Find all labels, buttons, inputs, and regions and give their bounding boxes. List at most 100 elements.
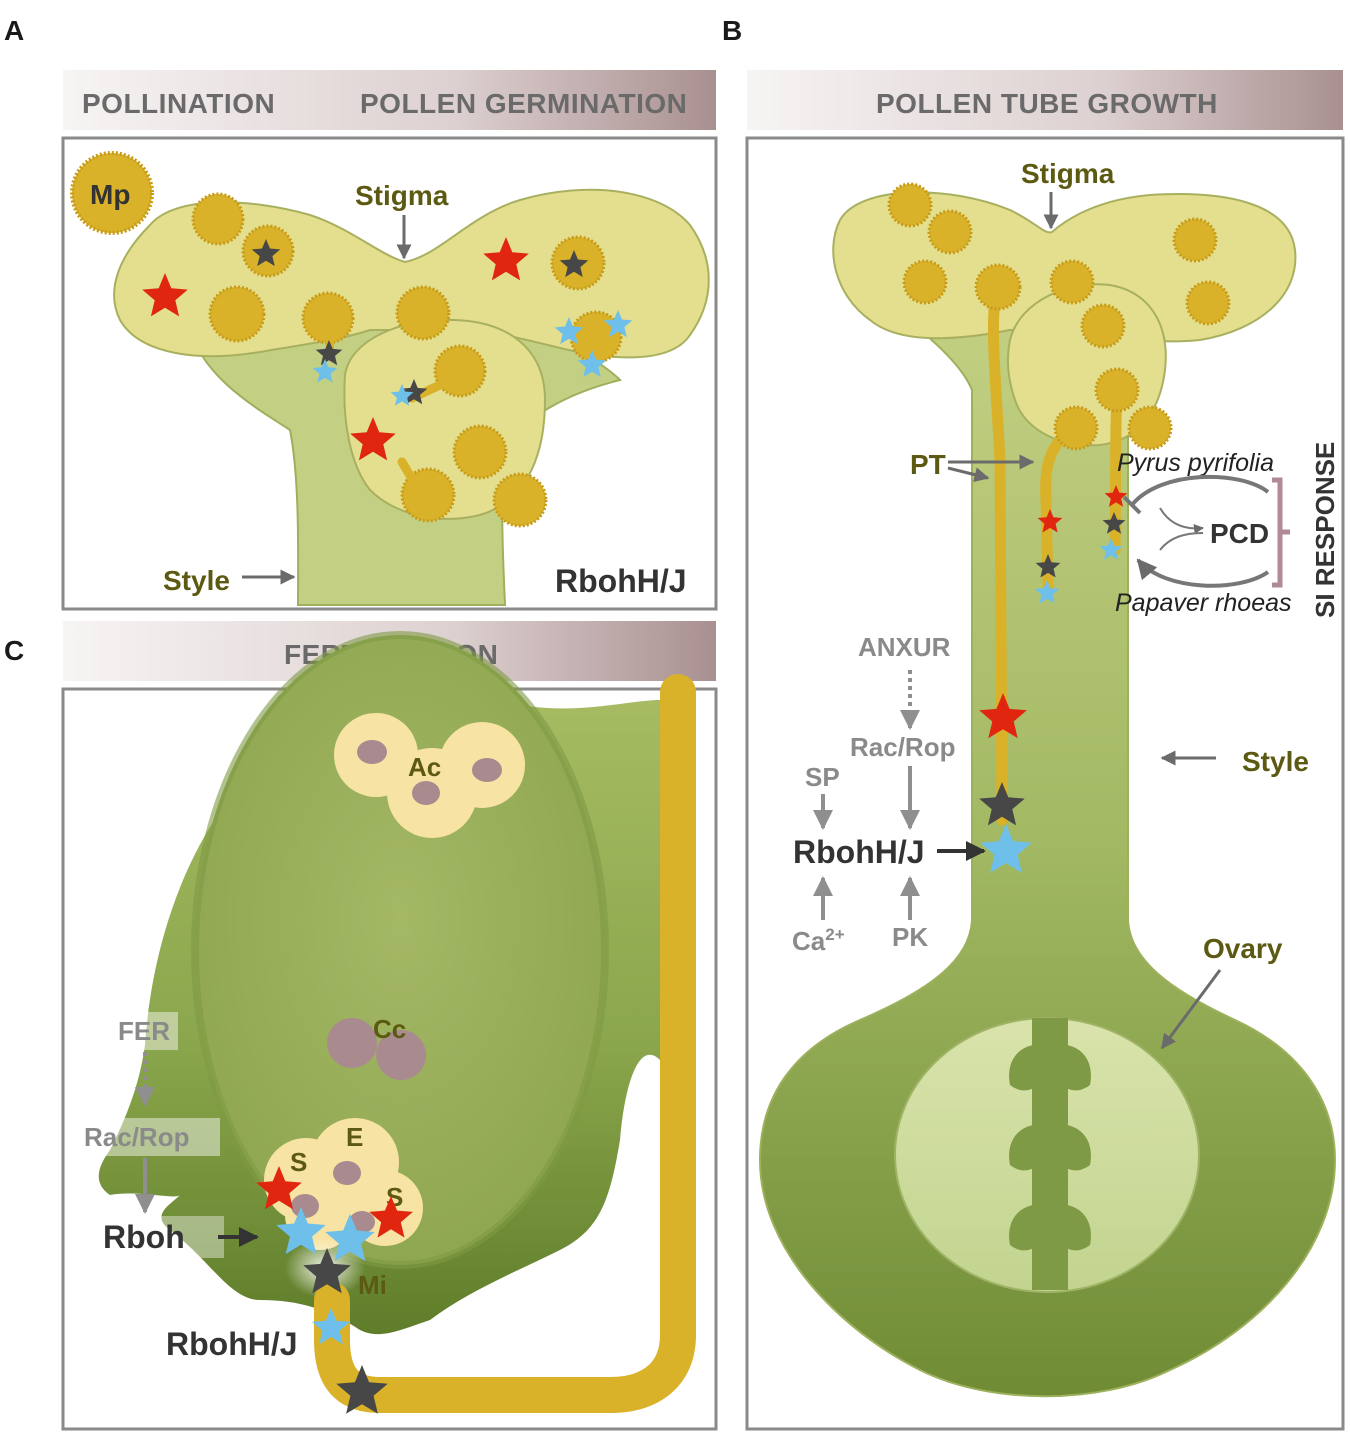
dark-star xyxy=(1102,512,1126,534)
pollen-grain xyxy=(395,285,451,341)
style-label-b: Style xyxy=(1242,746,1309,777)
dark-star xyxy=(303,1248,351,1294)
red-star xyxy=(1037,509,1063,533)
fer-box xyxy=(112,1012,178,1050)
blue-star xyxy=(312,1308,350,1345)
ovules-b xyxy=(1009,1044,1091,1251)
pt-arrow xyxy=(947,466,990,483)
pyrus-label: Pyrus pyrifolia xyxy=(1117,449,1274,477)
blue-star xyxy=(390,384,414,406)
pollen-grain xyxy=(1080,303,1126,349)
ovule xyxy=(1009,1044,1050,1091)
mp-label: Mp xyxy=(90,179,130,210)
s-label-1: S xyxy=(290,1147,307,1177)
blue-star xyxy=(325,1214,375,1261)
panel-b-banner xyxy=(747,70,1343,130)
dark-star xyxy=(1035,554,1061,578)
banner-pollen-germination: POLLEN GERMINATION xyxy=(360,88,687,119)
dark-star xyxy=(315,340,343,366)
pollen-grain xyxy=(492,472,548,528)
pollen-grain xyxy=(433,344,487,398)
pollen-grains-a xyxy=(191,192,623,528)
dark-star xyxy=(336,1365,388,1414)
pollen-grain xyxy=(1094,367,1140,413)
red-star xyxy=(483,237,529,281)
pollen-grain xyxy=(191,192,245,246)
rboh-box xyxy=(100,1216,224,1258)
gene-label-b: RbohH/J xyxy=(793,834,925,870)
red-star xyxy=(256,1166,302,1210)
pollen-grain xyxy=(887,182,933,228)
dark-star xyxy=(251,239,281,267)
si-inhibition-bar xyxy=(1122,495,1142,515)
nucleus xyxy=(357,740,387,764)
pk-label: PK xyxy=(892,922,928,952)
stars-b xyxy=(979,485,1128,873)
pollen-grain xyxy=(208,285,266,343)
blue-star xyxy=(577,350,607,378)
si-response-label: SI RESPONSE xyxy=(1310,442,1340,618)
pollen-tube xyxy=(397,457,420,489)
panel-a: A POLLINATION POLLEN GERMINATION xyxy=(4,15,718,611)
stigma-label-a: Stigma xyxy=(355,180,449,211)
nucleus xyxy=(472,758,502,782)
ca-superscript: 2+ xyxy=(825,925,844,944)
ovule xyxy=(1050,1044,1091,1091)
style-label-a: Style xyxy=(163,565,230,596)
ovule xyxy=(1009,1124,1050,1171)
red-star xyxy=(1104,485,1128,507)
red-star xyxy=(350,417,396,461)
pcd-arrow xyxy=(1159,507,1204,534)
pollen-grains-b xyxy=(887,182,1231,451)
mi-label: Mi xyxy=(358,1270,387,1300)
fer-label: FER xyxy=(118,1016,170,1046)
e-label: E xyxy=(346,1122,363,1152)
panel-c-letter: C xyxy=(4,635,24,666)
pollen-grain xyxy=(569,310,623,364)
ca-text: Ca xyxy=(792,926,826,956)
pollen-grain xyxy=(301,291,355,345)
panel-b-letter: B xyxy=(722,15,742,46)
pcd-arrow xyxy=(1159,532,1204,551)
blue-star xyxy=(1034,580,1060,604)
ovule xyxy=(1050,1124,1091,1171)
pollen-grain xyxy=(1049,259,1095,305)
blue-star xyxy=(603,310,633,338)
stars-a xyxy=(142,237,633,461)
banner-pollen-tube-growth: POLLEN TUBE GROWTH xyxy=(876,88,1218,119)
nucleus xyxy=(291,1194,319,1218)
cc-label: Cc xyxy=(373,1014,406,1044)
red-star xyxy=(979,693,1027,739)
ac-label: Ac xyxy=(408,752,441,782)
pollen-grain xyxy=(974,263,1022,311)
blue-star xyxy=(980,824,1032,873)
mp-grain xyxy=(70,151,154,235)
stigma-label-b: Stigma xyxy=(1021,158,1115,189)
panel-a-banner xyxy=(63,70,716,130)
central-nucleus xyxy=(376,1030,426,1080)
rac-rop-label-c: Rac/Rop xyxy=(84,1122,189,1152)
panel-a-frame xyxy=(61,136,718,611)
si-bracket xyxy=(1272,477,1290,588)
central-nucleus xyxy=(327,1018,377,1068)
rac-rop-label-b: Rac/Rop xyxy=(850,732,955,762)
gene-label-a: RbohH/J xyxy=(555,563,687,599)
sp-label: SP xyxy=(805,762,840,792)
dark-star xyxy=(979,782,1025,826)
si-arrow-arc xyxy=(1136,558,1270,588)
pollen-grain xyxy=(902,259,948,305)
panel-a-letter: A xyxy=(4,15,24,46)
panel-b-frame xyxy=(745,136,1345,1431)
pollen-grain xyxy=(1185,280,1231,326)
panel-c: C FERTILIZATION Ac Cc xyxy=(4,621,718,1431)
panel-b: B POLLEN TUBE GROWTH xyxy=(722,15,1345,1431)
blue-star xyxy=(554,317,584,345)
nucleus xyxy=(333,1161,361,1185)
nucleus xyxy=(412,781,440,805)
stars-c xyxy=(256,1166,413,1414)
papaver-label: Papaver rhoeas xyxy=(1115,589,1292,617)
rac-box xyxy=(82,1118,220,1156)
ovary-arrow xyxy=(1160,969,1222,1050)
pollen-grain xyxy=(1127,405,1173,451)
